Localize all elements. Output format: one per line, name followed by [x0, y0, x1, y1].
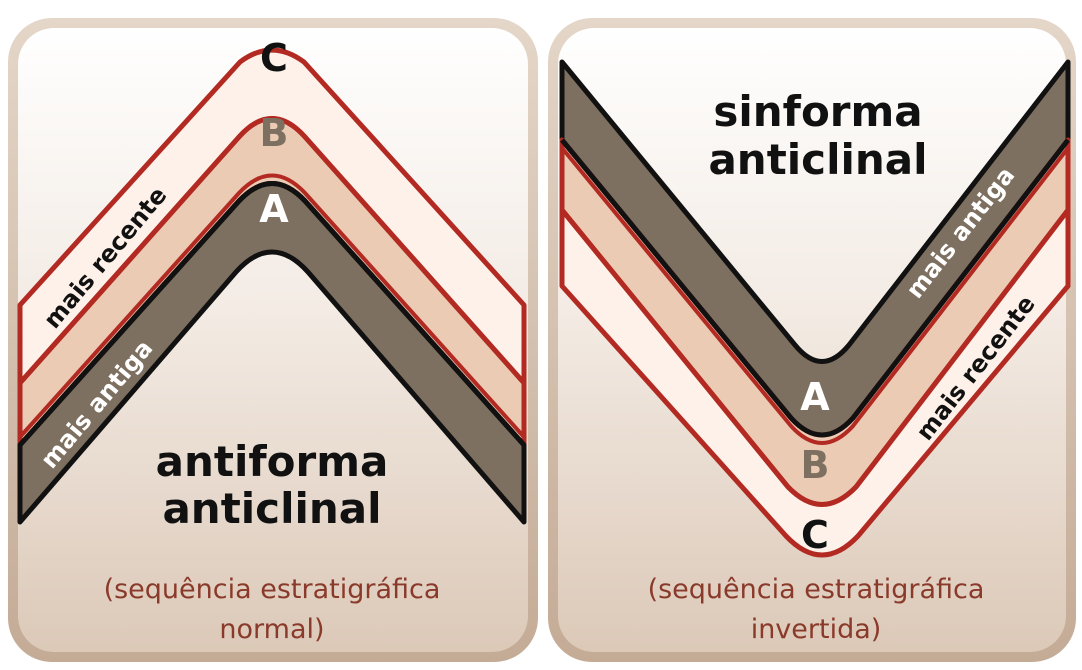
right-contact-a-b-red	[560, 146, 1070, 445]
left-layer-b-letter: B	[260, 111, 289, 155]
left-layer-a-letter: A	[259, 187, 289, 231]
right-title-line2: anticlinal	[708, 135, 927, 184]
right-layer-b-letter: B	[801, 443, 830, 487]
right-note-line1: (sequência estratigráfica	[648, 574, 985, 605]
left-contact-a-b-red	[18, 173, 526, 439]
left-contact-a-b	[18, 181, 526, 447]
left-layer-c-letter: C	[260, 36, 288, 80]
left-note-line2: normal)	[219, 614, 324, 645]
left-title-line1: antiforma	[156, 437, 389, 486]
left-panel: C B A mais recente mais antiga antiforma…	[8, 18, 538, 662]
right-panel: A B C mais antiga mais recente sinforma …	[548, 18, 1076, 662]
right-layer-c-letter: C	[801, 513, 829, 557]
right-panel-background	[558, 28, 1066, 652]
right-layer-a-letter: A	[800, 375, 830, 419]
right-note-line2: invertida)	[751, 614, 882, 645]
left-title-line2: anticlinal	[162, 484, 381, 533]
right-layer-c	[559, 207, 1071, 558]
left-note-line1: (sequência estratigráfica	[104, 574, 441, 605]
right-title-line1: sinforma	[713, 87, 922, 136]
right-contact-a-b	[560, 138, 1070, 438]
